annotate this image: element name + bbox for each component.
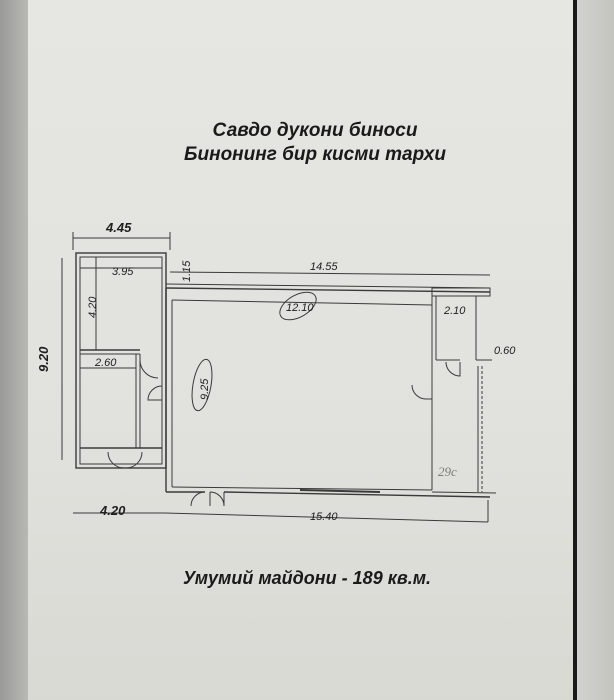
dim-top-total-width: 14.55 [310,261,338,273]
dim-right-room-width: 2.10 [443,305,466,317]
dim-right-offset: 0.60 [494,345,516,357]
dim-step-height: 1.15 [181,260,193,282]
dim-top-left-width: 4.45 [105,220,132,235]
document-subtitle: Бинонинг бир кисми тархи [184,144,446,165]
dim-small-room-width: 2.60 [94,357,117,369]
total-area-caption: Умумий майдони - 189 кв.м. [182,568,432,588]
dim-left-room-height: 4.20 [87,296,99,318]
dim-left-room-inner-width: 3.95 [112,266,134,278]
adjacent-page [577,0,614,700]
page-left-shadow [0,0,28,700]
document-title: Савдо дукони биноси [212,120,418,141]
handwritten-note: 29с [438,464,457,479]
dim-overall-height: 9.20 [36,346,51,372]
dim-main-hall-width: 12.10 [286,302,314,314]
dim-bottom-left-width: 4.20 [99,503,126,518]
dim-bottom-right-width: 15.40 [310,511,338,523]
page-edge [573,0,577,700]
dim-main-hall-height: 9.25 [199,378,211,400]
